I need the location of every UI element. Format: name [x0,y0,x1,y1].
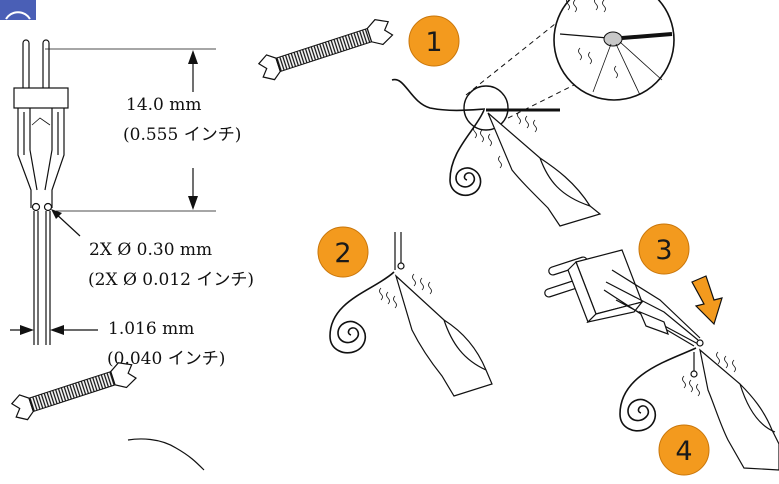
step-badge-1: 1 [408,15,460,67]
step-1-iron [487,112,602,227]
connector-front-view [13,39,69,345]
magnified-view [553,0,675,101]
strip-winding [28,370,116,413]
height-mm-label: 14.0 mm [126,95,202,115]
dimension-height: 14.0 mm (0.555 インチ) [45,48,241,212]
dimension-pad-diameter: 2X Ø 0.30 mm (2X Ø 0.012 インチ) [51,209,254,290]
logo-mark-icon [5,11,31,20]
connector-prong-inner [23,115,59,150]
contact-pad-right [43,202,53,212]
dimension-arrow-up-icon [188,50,198,64]
step-3-illustration [544,249,779,471]
step-badge-3-label: 3 [655,235,672,266]
pitch-arrow-left-icon [50,325,64,335]
tip-leads [33,211,51,345]
strip-tab-left [10,394,34,421]
step-2-illustration [329,232,493,397]
step-1-zoom-circle [463,85,509,131]
connector-prong-right [44,108,65,208]
pitch-arrow-right-icon [20,325,34,335]
step-badge-2-label: 2 [334,238,351,269]
zoom-line-top [465,19,561,96]
strip-tab-right [110,362,137,389]
connector-housing [13,87,69,109]
pad-mm-label: 2X Ø 0.30 mm [89,240,212,260]
step-badge-4-label: 4 [675,436,692,467]
leader-arrow-icon [51,209,62,219]
contact-pad-left [31,202,41,212]
connector-pin-left [22,39,30,91]
step-badge-1-label: 1 [425,27,442,58]
step-badge-4: 4 [658,424,710,476]
step-badge-2: 2 [317,226,369,278]
step-badge-3: 3 [638,223,690,275]
resistor-strip-bottom [10,362,137,421]
strip-lead-bottom [127,438,205,471]
step-1-illustration [257,0,675,227]
dimension-arrow-down-icon [188,196,198,210]
section-logo [0,0,36,20]
pad-in-label: (2X Ø 0.012 インチ) [88,270,254,290]
height-in-label: (0.555 インチ) [123,125,241,145]
press-down-arrow-icon [691,275,723,326]
pitch-in-label: (0.040 インチ) [107,349,225,369]
step-1-lead-wire [391,79,486,112]
dimension-pitch: 1.016 mm (0.040 インチ) [10,319,225,369]
connector-pin-right [42,39,50,91]
step-3-iron [699,348,779,471]
pitch-mm-label: 1.016 mm [108,319,194,339]
solder-joint [603,31,623,47]
step-2-iron [394,274,493,397]
logo-badge [0,0,36,20]
